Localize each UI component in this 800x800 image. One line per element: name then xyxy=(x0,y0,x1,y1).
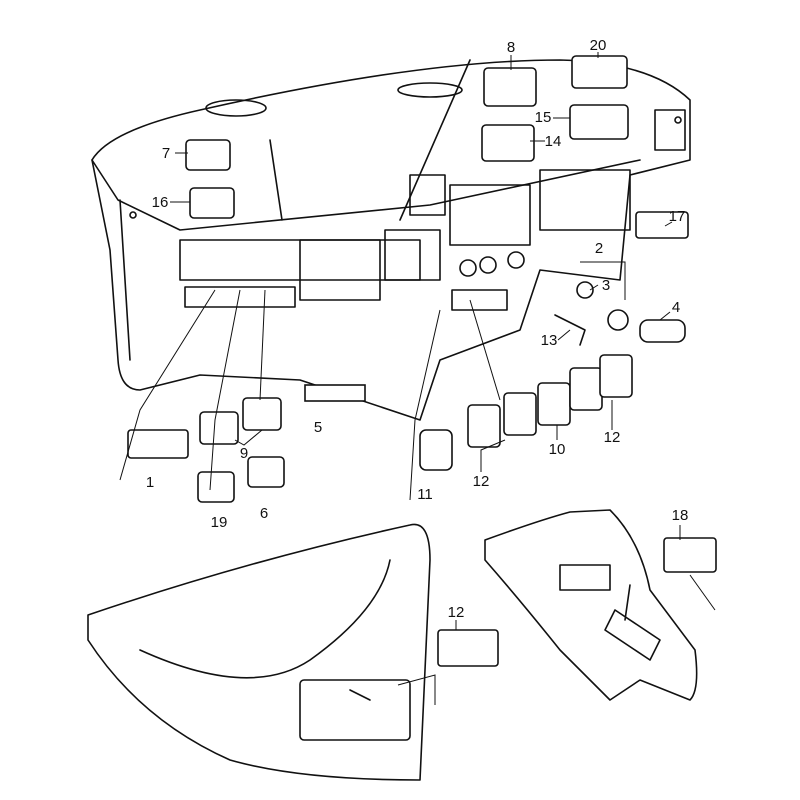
callout-17: 17 xyxy=(669,208,686,225)
callout-12-dash-left: 12 xyxy=(473,473,490,490)
dashboard xyxy=(91,59,691,421)
callout-2: 2 xyxy=(595,240,603,257)
callout-13: 13 xyxy=(541,332,558,349)
callout-6: 6 xyxy=(260,505,268,522)
callout-14: 14 xyxy=(545,133,562,150)
callout-16: 16 xyxy=(152,194,169,211)
callout-5: 5 xyxy=(314,419,322,436)
callout-12-door: 12 xyxy=(448,604,465,621)
callout-10: 10 xyxy=(549,441,566,458)
callout-3: 3 xyxy=(602,277,610,294)
callout-7: 7 xyxy=(162,145,170,162)
callout-9: 9 xyxy=(240,445,248,462)
callout-20: 20 xyxy=(590,37,607,54)
callout-1: 1 xyxy=(146,474,154,491)
callout-15: 15 xyxy=(535,109,552,126)
leader-lines xyxy=(119,52,716,705)
callout-18: 18 xyxy=(672,507,689,524)
callout-4: 4 xyxy=(672,299,680,316)
door-panel xyxy=(87,523,431,781)
callout-8: 8 xyxy=(507,39,515,56)
callout-19: 19 xyxy=(211,514,228,531)
callout-12-dash-right: 12 xyxy=(604,429,621,446)
callout-11: 11 xyxy=(417,486,433,503)
center-console xyxy=(484,509,698,701)
switch-parts xyxy=(127,55,717,667)
